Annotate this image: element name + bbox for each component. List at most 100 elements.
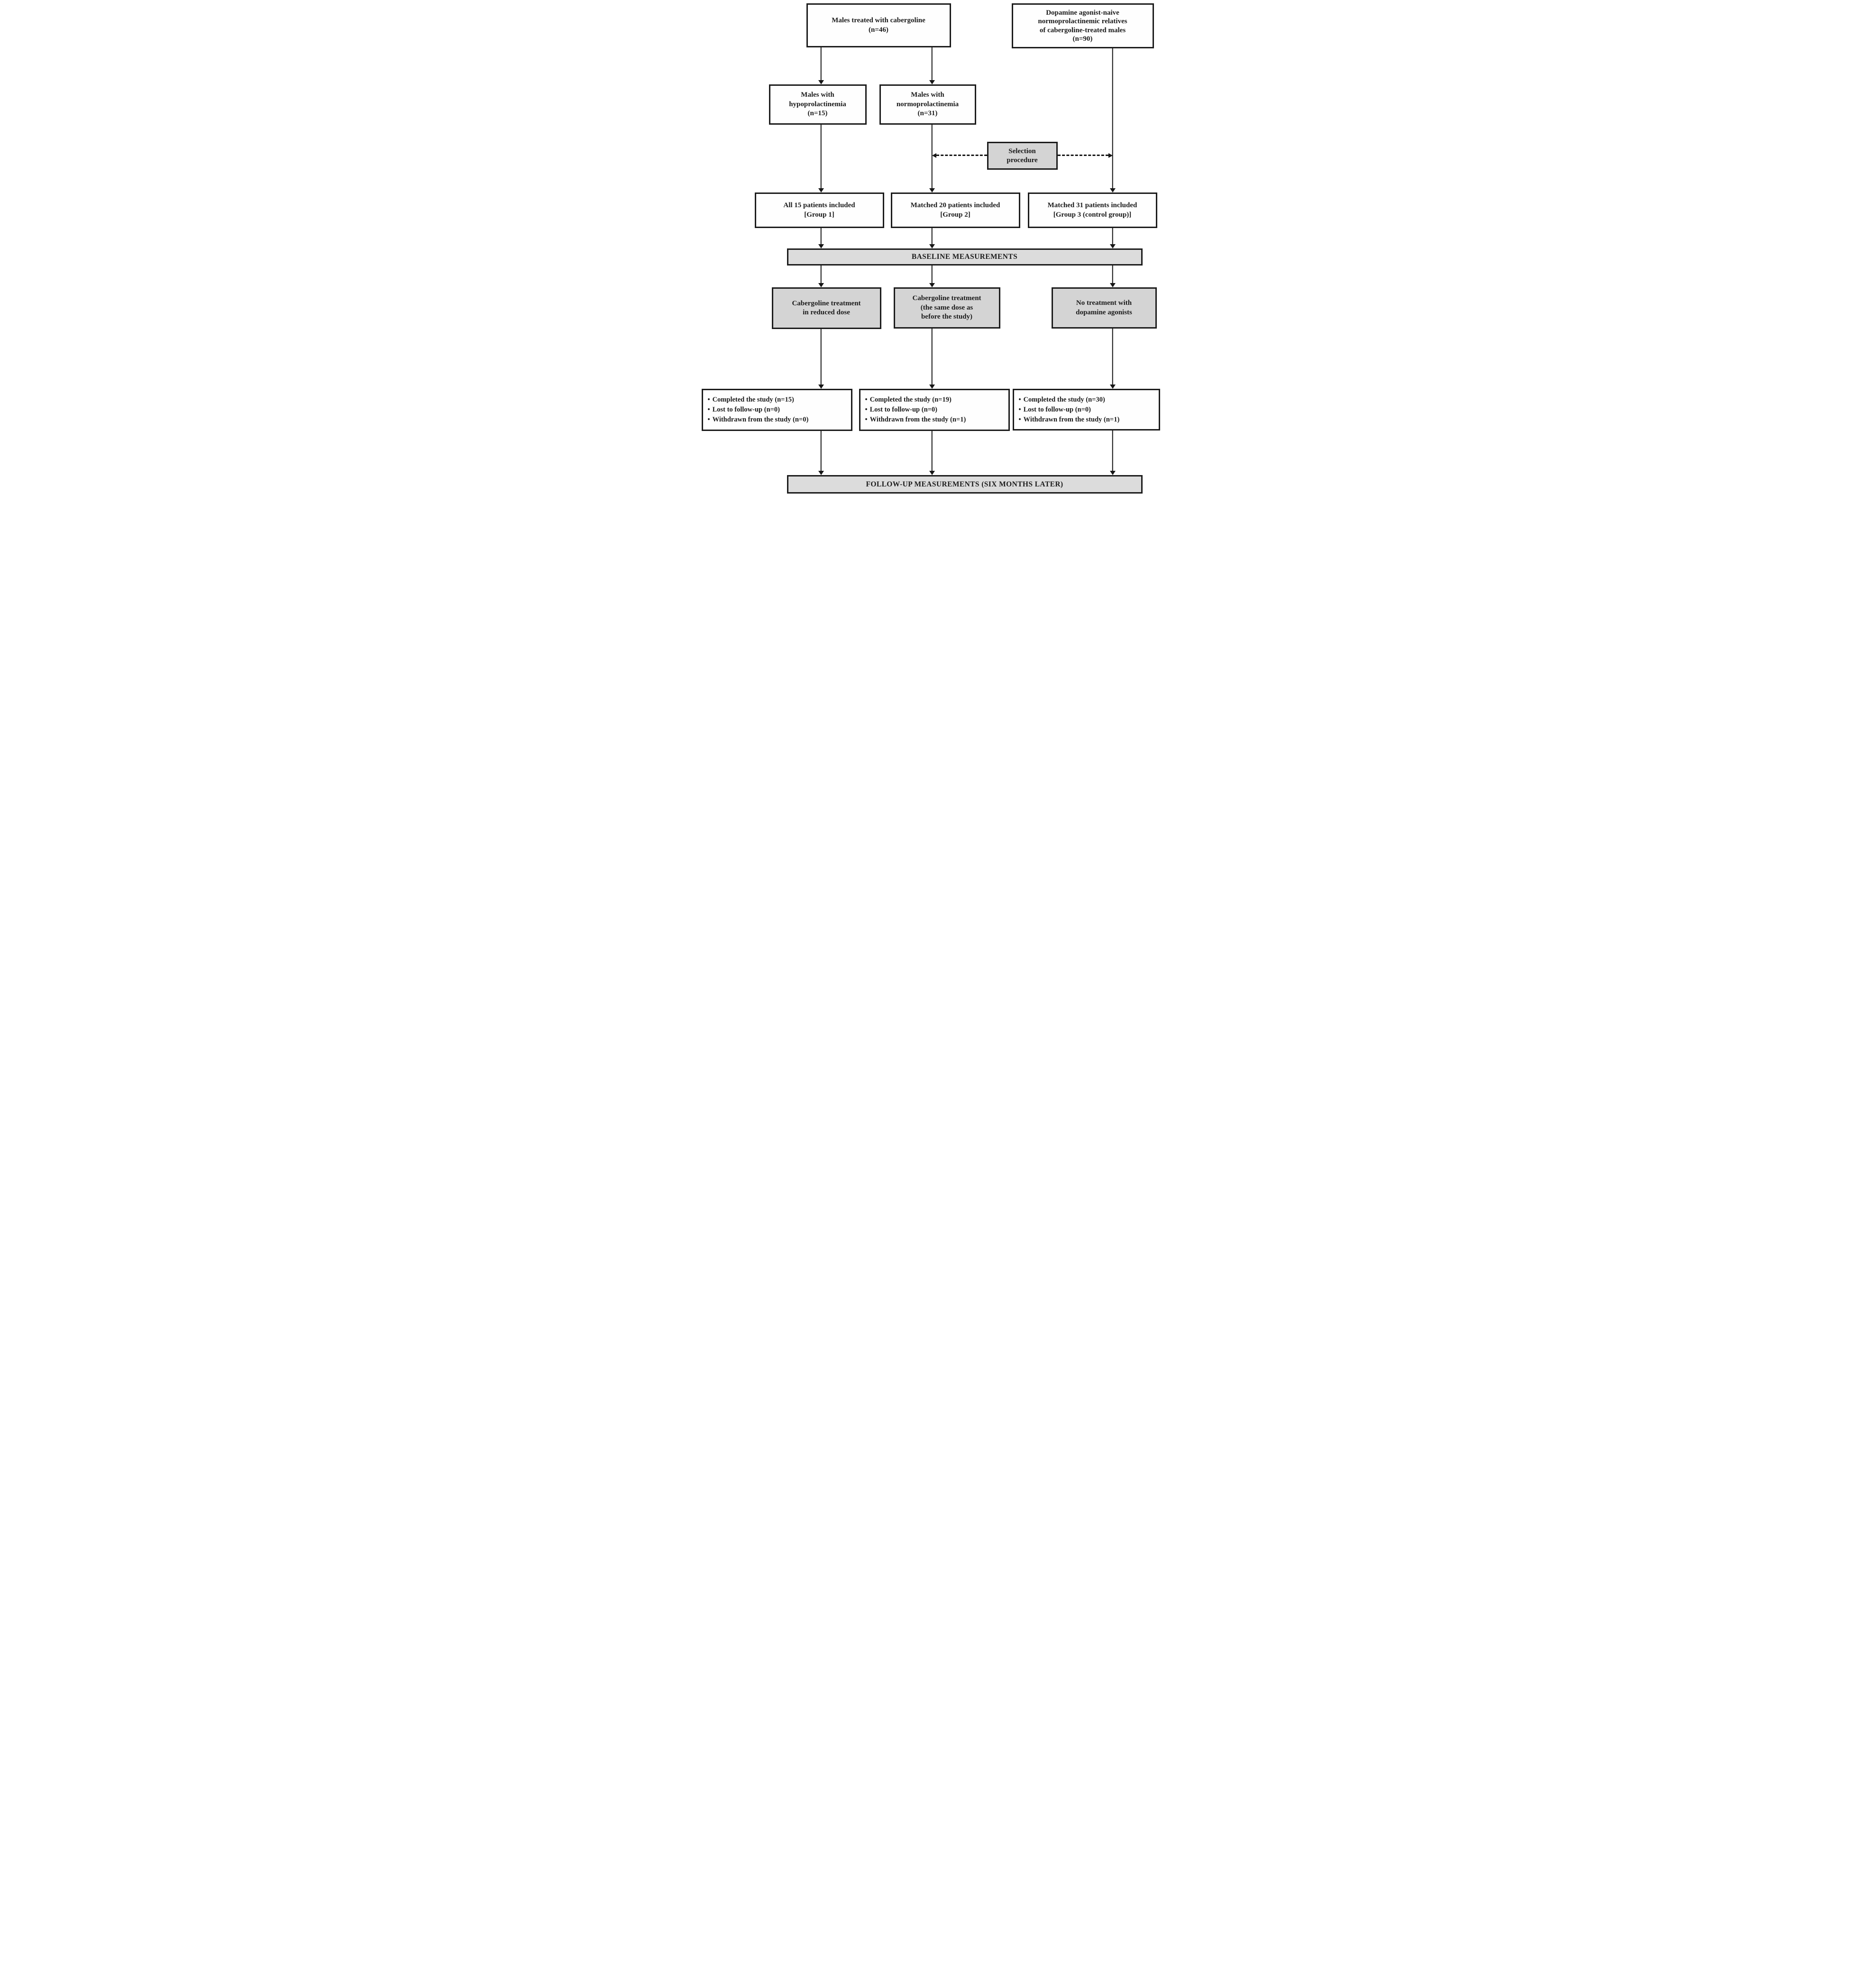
flow-arrow-line — [820, 47, 822, 81]
flow-arrow-line — [820, 266, 822, 284]
flow-arrow-line — [931, 47, 933, 81]
flow-arrow-line — [1112, 228, 1113, 245]
box-males-hypoprolactinemia: Males with hypoprolactinemia (n=15) — [769, 84, 867, 125]
box-treatment-reduced-dose: Cabergoline treatment in reduced dose — [771, 287, 881, 329]
box-text-line: Males with — [911, 91, 944, 99]
box-text-line: hypoprolactinemia — [789, 100, 846, 108]
arrow-down-icon — [818, 385, 824, 389]
box-text-line: procedure — [1007, 156, 1038, 164]
box-text-line: dopamine agonists — [1076, 308, 1132, 316]
box-group2-included: Matched 20 patients included [Group 2] — [890, 192, 1020, 228]
box-text-line: All 15 patients included — [783, 202, 855, 209]
box-selection-procedure: Selection procedure — [987, 142, 1058, 170]
arrow-down-icon — [1109, 471, 1116, 475]
box-text-line: (n=90) — [1072, 35, 1093, 43]
flow-arrow-line — [820, 431, 822, 471]
box-group1-included: All 15 patients included [Group 1] — [754, 192, 884, 228]
box-text-line: Matched 31 patients included — [1047, 202, 1137, 209]
bullet-icon: • — [865, 406, 868, 413]
box-text-line: (n=15) — [807, 110, 828, 118]
arrow-down-icon — [1109, 385, 1116, 389]
study-flowchart: Males treated with cabergoline (n=46) Do… — [696, 0, 1162, 497]
box-text-line: Selection — [1008, 147, 1036, 155]
box-treatment-same-dose: Cabergoline treatment (the same dose as … — [893, 287, 1000, 329]
list-item: • Withdrawn from the study (n=1) — [865, 415, 966, 425]
bar-followup-measurements: FOLLOW-UP MEASUREMENTS (SIX MONTHS LATER… — [787, 475, 1143, 494]
arrow-down-icon — [818, 244, 824, 248]
list-item: • Completed the study (n=15) — [708, 395, 794, 405]
box-text-line: Males with — [801, 91, 834, 99]
list-item: • Lost to follow-up (n=0) — [708, 405, 780, 415]
arrow-down-icon — [1109, 283, 1116, 287]
arrow-down-icon — [929, 188, 935, 192]
list-item: • Completed the study (n=19) — [865, 395, 952, 405]
box-text-line: Cabergoline treatment — [912, 294, 981, 302]
box-outcomes-group2: • Completed the study (n=19) • Lost to f… — [859, 389, 1010, 431]
bullet-icon: • — [865, 396, 868, 403]
box-text-line: [Group 2] — [940, 211, 970, 219]
box-text-line: (the same dose as — [920, 303, 973, 311]
bullet-icon: • — [707, 396, 710, 403]
box-text-line: normoprolactinemia — [896, 100, 959, 108]
outcome-text: Withdrawn from the study (n=1) — [1023, 415, 1120, 423]
box-text-line: normoprolactinemic relatives — [1038, 18, 1127, 25]
arrow-down-icon — [818, 188, 824, 192]
list-item: • Completed the study (n=30) — [1019, 395, 1105, 405]
outcome-text: Lost to follow-up (n=0) — [712, 406, 780, 413]
flow-arrow-line — [931, 329, 933, 385]
box-no-treatment: No treatment with dopamine agonists — [1051, 287, 1157, 329]
arrow-down-icon — [929, 244, 935, 248]
arrow-down-icon — [929, 80, 935, 84]
box-dopamine-agonist-naive-relatives: Dopamine agonist-naive normoprolactinemi… — [1011, 3, 1154, 48]
box-outcomes-group3: • Completed the study (n=30) • Lost to f… — [1012, 389, 1160, 431]
outcome-text: Withdrawn from the study (n=1) — [870, 416, 966, 423]
flow-arrow-line — [1112, 48, 1113, 189]
flow-arrow-line — [1112, 266, 1113, 284]
outcome-text: Completed the study (n=30) — [1023, 395, 1105, 403]
bar-label: BASELINE MEASUREMENTS — [911, 253, 1018, 261]
list-item: • Lost to follow-up (n=0) — [1019, 405, 1091, 415]
outcome-text: Completed the study (n=15) — [712, 396, 794, 403]
arrow-down-icon — [818, 471, 824, 475]
box-males-normoprolactinemia: Males with normoprolactinemia (n=31) — [879, 84, 976, 125]
outcome-text: Withdrawn from the study (n=0) — [712, 416, 809, 423]
box-text-line: Cabergoline treatment — [792, 299, 861, 307]
arrow-down-icon — [818, 80, 824, 84]
flow-arrow-line — [1112, 431, 1113, 471]
dashed-arrow-left-icon — [932, 153, 936, 158]
outcome-text: Lost to follow-up (n=0) — [1023, 405, 1091, 413]
bar-label: FOLLOW-UP MEASUREMENTS (SIX MONTHS LATER… — [866, 480, 1063, 488]
bullet-icon: • — [707, 406, 710, 413]
box-text-line: of cabergoline-treated males — [1039, 26, 1126, 34]
outcome-text: Completed the study (n=19) — [870, 396, 952, 403]
box-males-treated-cabergoline: Males treated with cabergoline (n=46) — [806, 3, 951, 47]
box-text-line: No treatment with — [1076, 299, 1132, 307]
list-item: • Withdrawn from the study (n=0) — [708, 415, 809, 425]
arrow-down-icon — [1109, 244, 1116, 248]
box-group3-control-included: Matched 31 patients included [Group 3 (c… — [1027, 192, 1157, 228]
list-item: • Withdrawn from the study (n=1) — [1019, 415, 1120, 425]
bar-baseline-measurements: BASELINE MEASUREMENTS — [787, 248, 1143, 266]
box-text-line: [Group 3 (control group)] — [1053, 211, 1132, 219]
box-outcomes-group1: • Completed the study (n=15) • Lost to f… — [701, 389, 852, 431]
bullet-icon: • — [1018, 405, 1021, 413]
box-text-line: Dopamine agonist-naive — [1046, 9, 1119, 17]
arrow-down-icon — [818, 283, 824, 287]
arrow-down-icon — [929, 283, 935, 287]
bullet-icon: • — [1018, 415, 1021, 423]
flow-arrow-line — [820, 125, 822, 189]
bullet-icon: • — [865, 416, 868, 423]
dashed-arrow-line — [936, 155, 987, 156]
list-item: • Lost to follow-up (n=0) — [865, 405, 937, 415]
flow-arrow-line — [1112, 329, 1113, 385]
box-text-line: before the study) — [921, 313, 973, 321]
box-text-line: Males treated with cabergoline — [832, 17, 925, 24]
flow-arrow-line — [820, 329, 822, 385]
outcome-text: Lost to follow-up (n=0) — [870, 406, 937, 413]
bullet-icon: • — [1018, 395, 1021, 403]
flow-arrow-line — [820, 228, 822, 245]
flow-arrow-line — [931, 431, 933, 471]
box-text-line: Matched 20 patients included — [910, 202, 1000, 209]
arrow-down-icon — [1109, 188, 1116, 192]
box-text-line: (n=31) — [917, 110, 938, 118]
